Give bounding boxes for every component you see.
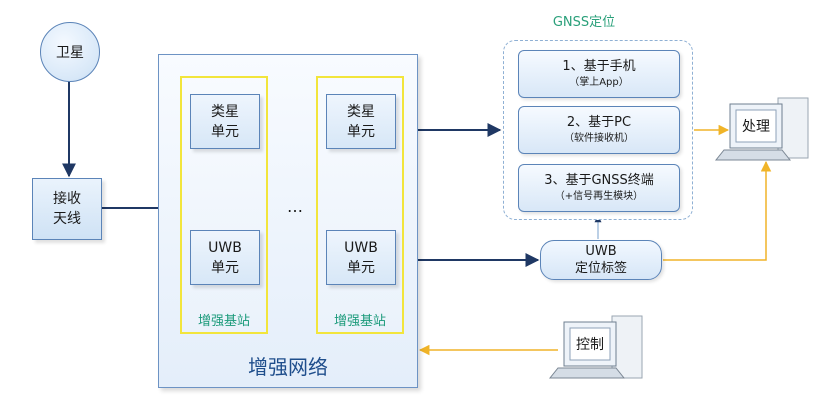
gnss-option-title: 3、基于GNSS终端	[544, 173, 654, 188]
gnss-option-subtitle: （软件接收机）	[564, 133, 634, 144]
gnss-group-title: GNSS定位	[552, 14, 616, 30]
arrow-uwb-tag-to-processing	[663, 160, 772, 261]
unit-label-line2: 单元	[346, 259, 375, 276]
unit-label-line2: 单元	[347, 123, 375, 140]
satellite-node: 卫星	[40, 22, 100, 82]
gnss-option-title: 1、基于手机	[562, 59, 636, 74]
gnss-option-pc: 2、基于PC （软件接收机）	[518, 106, 680, 154]
computer-icon-control	[548, 315, 643, 379]
unit-label-line1: UWB	[208, 239, 242, 256]
processing-label: 处理	[742, 119, 770, 135]
more-stations-ellipsis: …	[287, 196, 303, 216]
uwb-positioning-tag: UWB 定位标签	[540, 240, 662, 280]
computer-icon-processing	[714, 97, 809, 161]
gnss-option-phone: 1、基于手机 （掌上App）	[518, 50, 680, 98]
gnss-option-terminal: 3、基于GNSS终端 （+信号再生模块）	[518, 164, 680, 212]
station-2-uwb-unit: UWB 单元	[326, 230, 396, 285]
station-1-uwb-unit: UWB 单元	[190, 230, 260, 285]
station-1-gnss-like-unit: 类星 单元	[190, 94, 260, 149]
uwb-tag-label-line2: 定位标签	[574, 261, 627, 276]
gnss-option-title: 2、基于PC	[566, 115, 632, 130]
network-label: 增强网络	[248, 354, 328, 379]
unit-label-line2: 单元	[210, 259, 239, 276]
unit-label-line2: 单元	[211, 123, 239, 140]
satellite-label: 卫星	[56, 45, 84, 61]
unit-label-line1: 类星	[347, 103, 375, 120]
antenna-label-line2: 天线	[53, 211, 81, 227]
unit-label-line1: UWB	[344, 239, 378, 256]
station-2-gnss-like-unit: 类星 单元	[326, 94, 396, 149]
antenna-label-line1: 接收	[53, 191, 81, 207]
station-2-label: 增强基站	[333, 313, 386, 329]
control-label: 控制	[576, 337, 604, 353]
gnss-option-subtitle: （掌上App）	[569, 77, 629, 88]
gnss-option-subtitle: （+信号再生模块）	[554, 191, 644, 202]
unit-label-line1: 类星	[211, 103, 239, 120]
uwb-tag-label-line1: UWB	[585, 244, 617, 259]
antenna-node: 接收 天线	[32, 178, 102, 240]
station-1-label: 增强基站	[197, 313, 250, 329]
